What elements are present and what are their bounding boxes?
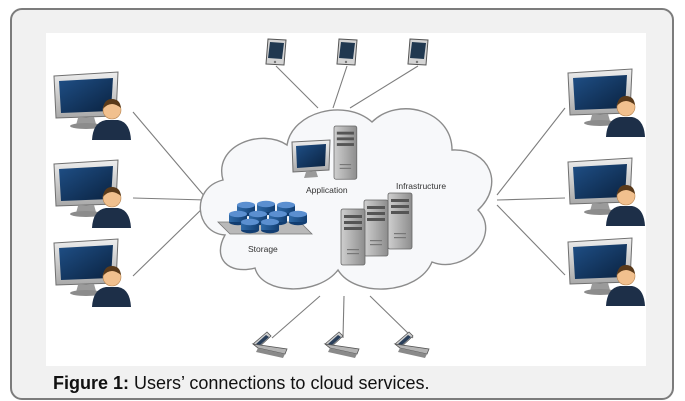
tablet-icon (265, 38, 287, 66)
desktop-user-icon (567, 237, 646, 307)
application-icon (291, 125, 358, 180)
desktop-user-icon (567, 68, 646, 138)
figure-caption-label: Figure 1: (53, 373, 130, 393)
figure-caption-text: Users’ connections to cloud services. (134, 373, 430, 393)
phone-icon (324, 331, 360, 359)
tablet-icon (407, 38, 429, 66)
desktop-user-icon (567, 157, 646, 227)
application-label: Application (306, 185, 348, 195)
phone-icon (252, 331, 288, 359)
cloud-shape (199, 108, 493, 290)
connection-lines (132, 65, 566, 339)
desktop-user-icon (53, 159, 132, 229)
storage-label: Storage (248, 244, 278, 254)
figure-caption: Figure 1: Users’ connections to cloud se… (53, 373, 430, 393)
desktop-user-icon (53, 71, 132, 141)
tablet-icon (336, 38, 358, 66)
desktop-user-icon (53, 238, 132, 308)
infrastructure-label: Infrastructure (396, 181, 446, 191)
storage-databases-icon (217, 200, 313, 235)
phone-icon (394, 331, 430, 359)
